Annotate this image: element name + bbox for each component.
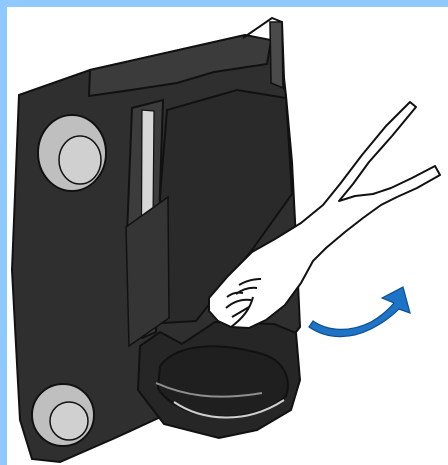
rotate-arrow-icon	[309, 287, 410, 337]
monitor-back-panel-icon	[12, 18, 300, 462]
